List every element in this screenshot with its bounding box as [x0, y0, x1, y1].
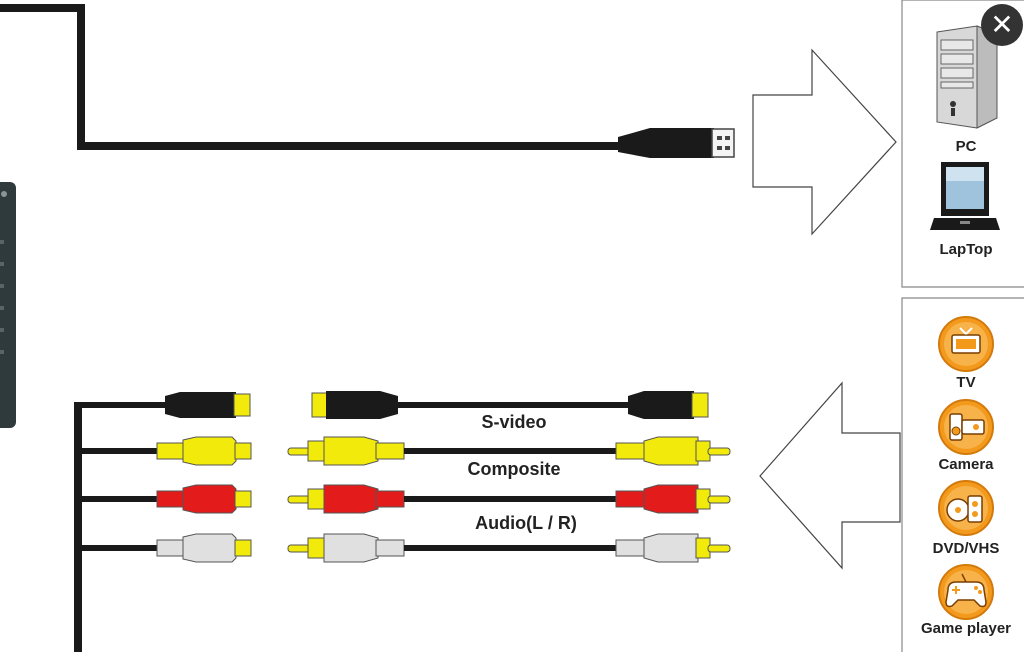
- usb-cable: [0, 4, 735, 158]
- device-label-laptop: LapTop: [939, 241, 992, 258]
- device-label-pc: PC: [956, 138, 977, 155]
- cable-label-svideo: S-video: [481, 412, 546, 432]
- audio-cable-red: [287, 484, 731, 514]
- audio-cable-white: [287, 533, 731, 563]
- composite-cable: [287, 436, 731, 466]
- cable-label-composite: Composite: [467, 459, 560, 479]
- capture-device: [0, 182, 16, 428]
- device-label-dvd-vhs: DVD/VHS: [933, 540, 1000, 557]
- close-button[interactable]: ✕: [981, 4, 1023, 46]
- audio-plug-left-white: [156, 533, 252, 563]
- close-icon: ✕: [990, 8, 1014, 41]
- composite-plug-left: [156, 436, 252, 466]
- laptop-icon: [930, 162, 1000, 230]
- camera-icon: [938, 399, 994, 455]
- svideo-plug-left: [165, 392, 251, 418]
- arrow-to-computer: [752, 48, 897, 236]
- tv-icon: [938, 316, 994, 372]
- cable-label-audio: Audio(L / R): [475, 513, 577, 533]
- arrow-from-sources: [759, 381, 901, 570]
- device-label-camera: Camera: [938, 456, 994, 473]
- device-label-tv: TV: [956, 374, 975, 391]
- audio-plug-left-red: [156, 484, 252, 514]
- input-devices-panel: [901, 297, 1024, 652]
- pc-tower-icon: [936, 25, 998, 129]
- svideo-cable: [311, 391, 709, 419]
- cable-bus: [74, 402, 170, 652]
- dvd-vhs-icon: [938, 480, 994, 536]
- device-label-game-player: Game player: [921, 620, 1011, 637]
- game-controller-icon: [938, 564, 994, 620]
- output-devices-panel: [901, 0, 1024, 288]
